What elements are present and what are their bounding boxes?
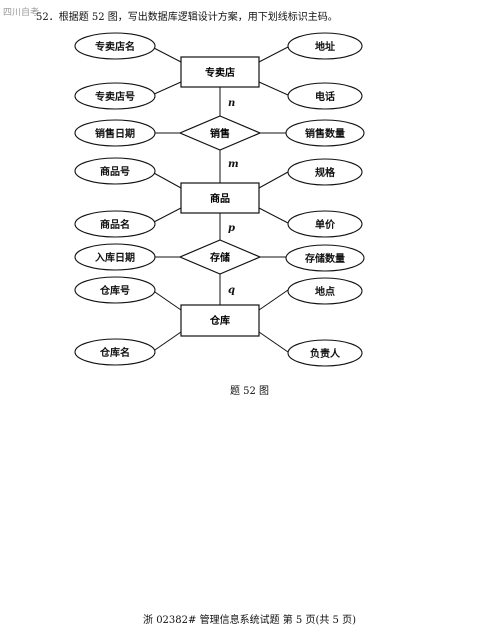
attr-sp-no-label: 商品号	[100, 165, 130, 178]
relationship-xiaoshou-label: 销售	[210, 127, 230, 140]
attr-zmd-name-label: 专卖店名	[95, 40, 135, 53]
page-footer: 浙 02382# 管理信息系统试题 第 5 页(共 5 页)	[143, 615, 356, 626]
edge-ck-mgr	[258, 331, 289, 353]
relationship-cunchu-label: 存储	[210, 251, 230, 264]
attr-ck-mgr-label: 负责人	[310, 347, 341, 360]
edge-ck-no	[151, 289, 182, 311]
attr-sp-no	[74, 157, 156, 185]
attr-xs-qty-label: 销售数量	[305, 127, 345, 140]
attr-ck-name	[74, 338, 156, 366]
cardinality-m: m	[228, 159, 239, 170]
attr-xs-date	[74, 119, 156, 147]
entity-shangpin: 商品	[180, 182, 260, 214]
attr-sp-name	[74, 210, 156, 238]
edge-ck-name	[151, 331, 182, 353]
entity-cangku-label: 仓库	[209, 314, 230, 327]
attr-ck-name-label: 仓库名	[99, 346, 130, 359]
entity-cangku: 仓库	[180, 304, 260, 337]
attr-zmd-name	[74, 32, 156, 60]
relationship-xiaoshou: 销售	[178, 115, 262, 151]
attr-sp-spec	[287, 158, 363, 186]
attr-ck-mgr	[287, 339, 363, 367]
edge-zmd-no	[151, 81, 182, 96]
attr-zmd-tel	[287, 82, 363, 110]
attr-ck-no-label: 仓库号	[99, 284, 130, 297]
attr-ck-no	[74, 276, 156, 304]
attr-sp-spec-label: 规格	[315, 166, 336, 179]
relationship-cunchu: 存储	[178, 239, 262, 275]
edge-zmd-addr	[258, 46, 289, 63]
attr-sp-price-label: 单价	[315, 218, 336, 231]
attr-zmd-tel-label: 电话	[315, 90, 335, 103]
attr-zmd-no-label: 专卖店号	[95, 90, 135, 103]
entity-zhuanmaidian-label: 专卖店	[205, 66, 235, 79]
edge-zmd-name	[151, 46, 182, 63]
attr-sp-name-label: 商品名	[100, 218, 130, 231]
edge-sp-no	[151, 171, 182, 189]
attr-ck-loc-label: 地点	[315, 285, 335, 298]
attr-cc-date-label: 入库日期	[95, 251, 135, 264]
attr-cc-qty	[285, 244, 365, 272]
edge-zmd-tel	[258, 81, 289, 96]
cardinality-n: n	[228, 98, 235, 109]
figure-caption: 题 52 图	[229, 386, 270, 397]
edge-sp-spec	[258, 171, 289, 189]
watermark-text: 四川自考	[3, 8, 40, 18]
attr-xs-date-label: 销售日期	[95, 127, 135, 140]
attr-zmd-no	[74, 82, 156, 110]
attr-sp-price	[287, 210, 363, 238]
cardinality-q: q	[228, 285, 235, 296]
edge-ck-loc	[258, 289, 289, 311]
entity-zhuanmaidian: 专卖店	[180, 56, 260, 88]
attr-ck-loc	[287, 277, 363, 305]
attr-zmd-addr	[287, 32, 363, 60]
edge-sp-price	[258, 207, 289, 224]
edge-sp-name	[151, 207, 182, 224]
attr-cc-qty-label: 存储数量	[305, 252, 345, 265]
attr-zmd-addr-label: 地址	[315, 40, 335, 53]
attr-cc-date	[74, 243, 156, 271]
question-text: 52．根据题 52 图，写出数据库逻辑设计方案，用下划线标识主码。	[36, 12, 338, 23]
attr-xs-qty	[285, 119, 365, 147]
cardinality-p: p	[228, 223, 235, 234]
entity-shangpin-label: 商品	[210, 192, 230, 205]
